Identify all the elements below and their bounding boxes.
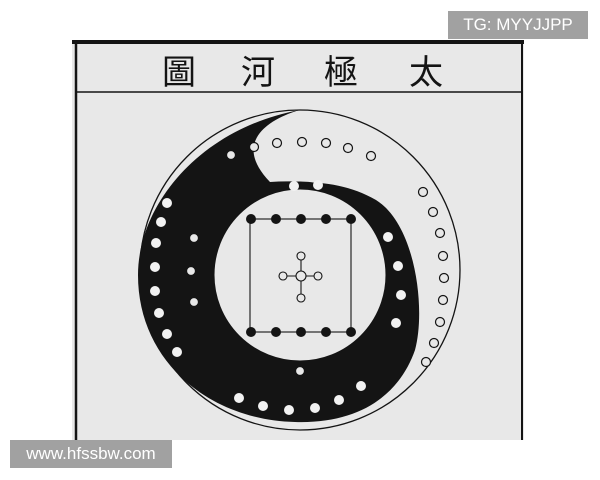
watermark-top-right: TG: MYYJJPP [448, 11, 588, 39]
open-dots-left-inner [185, 232, 200, 308]
title-char-3: 河 [241, 53, 275, 93]
lower-open-dot [294, 365, 306, 377]
open-dots-right-arc [417, 186, 450, 368]
title-char-2: 極 [324, 53, 358, 93]
title-char-4: 圖 [162, 53, 196, 93]
center-five-dots-circles [278, 251, 323, 303]
open-dots-top-arc [225, 136, 377, 162]
inner-circle-line [213, 188, 387, 362]
square-black-dots [246, 214, 356, 337]
crescent-white-dots [150, 180, 406, 415]
watermark-bottom-left: www.hfssbw.com [10, 440, 172, 468]
title-char-1: 太 [409, 53, 443, 93]
